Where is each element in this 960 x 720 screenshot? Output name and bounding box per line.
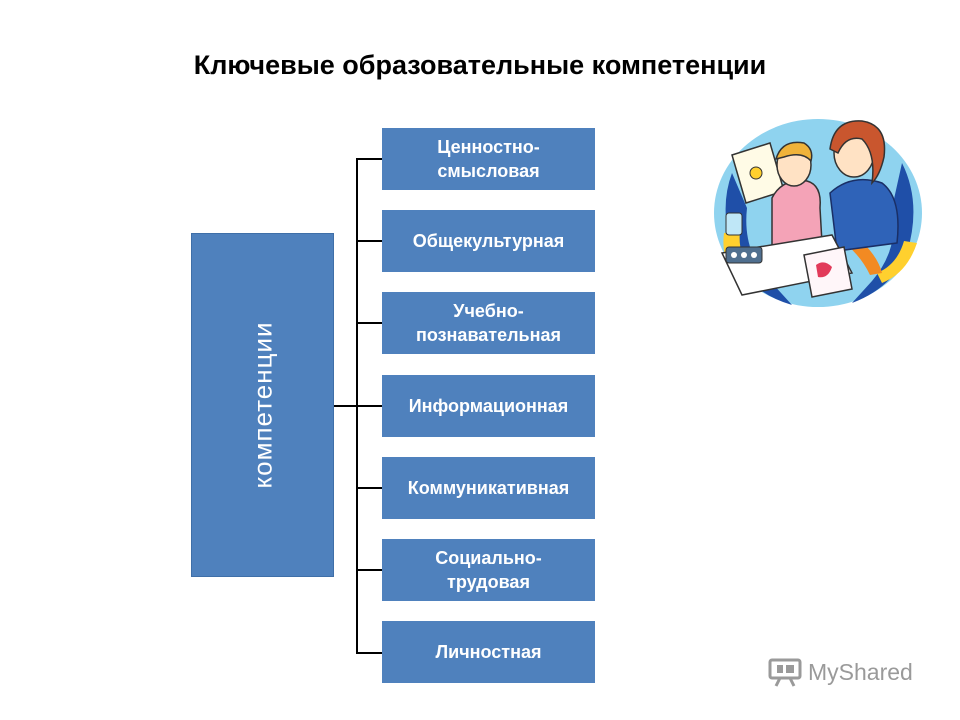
root-box: компетенции [191, 233, 334, 577]
competence-box-general-cultural: Общекультурная [382, 210, 595, 272]
connector-branch [356, 652, 382, 654]
connector-branch [356, 487, 382, 489]
teacher-student-illustration [714, 119, 922, 307]
competence-box-value-semantic: Ценностно- смысловая [382, 128, 595, 190]
watermark: MyShared [768, 652, 913, 692]
connector-branch [356, 569, 382, 571]
page-title: Ключевые образовательные компетенции [193, 50, 767, 80]
watermark-text: MyShared [808, 658, 913, 685]
root-label: компетенции [247, 321, 277, 489]
projector-screen-icon [768, 658, 802, 687]
connector-branch [356, 405, 382, 407]
competence-box-social-labor: Социально- трудовая [382, 539, 595, 601]
connector-branch [356, 158, 382, 160]
connector-branch [356, 240, 382, 242]
connector-root [334, 405, 356, 407]
competence-box-communicative: Коммуникативная [382, 457, 595, 519]
competence-box-informational: Информационная [382, 375, 595, 437]
competence-box-personal: Личностная [382, 621, 595, 683]
competence-box-educational-cognitive: Учебно- познавательная [382, 292, 595, 354]
connector-branch [356, 322, 382, 324]
